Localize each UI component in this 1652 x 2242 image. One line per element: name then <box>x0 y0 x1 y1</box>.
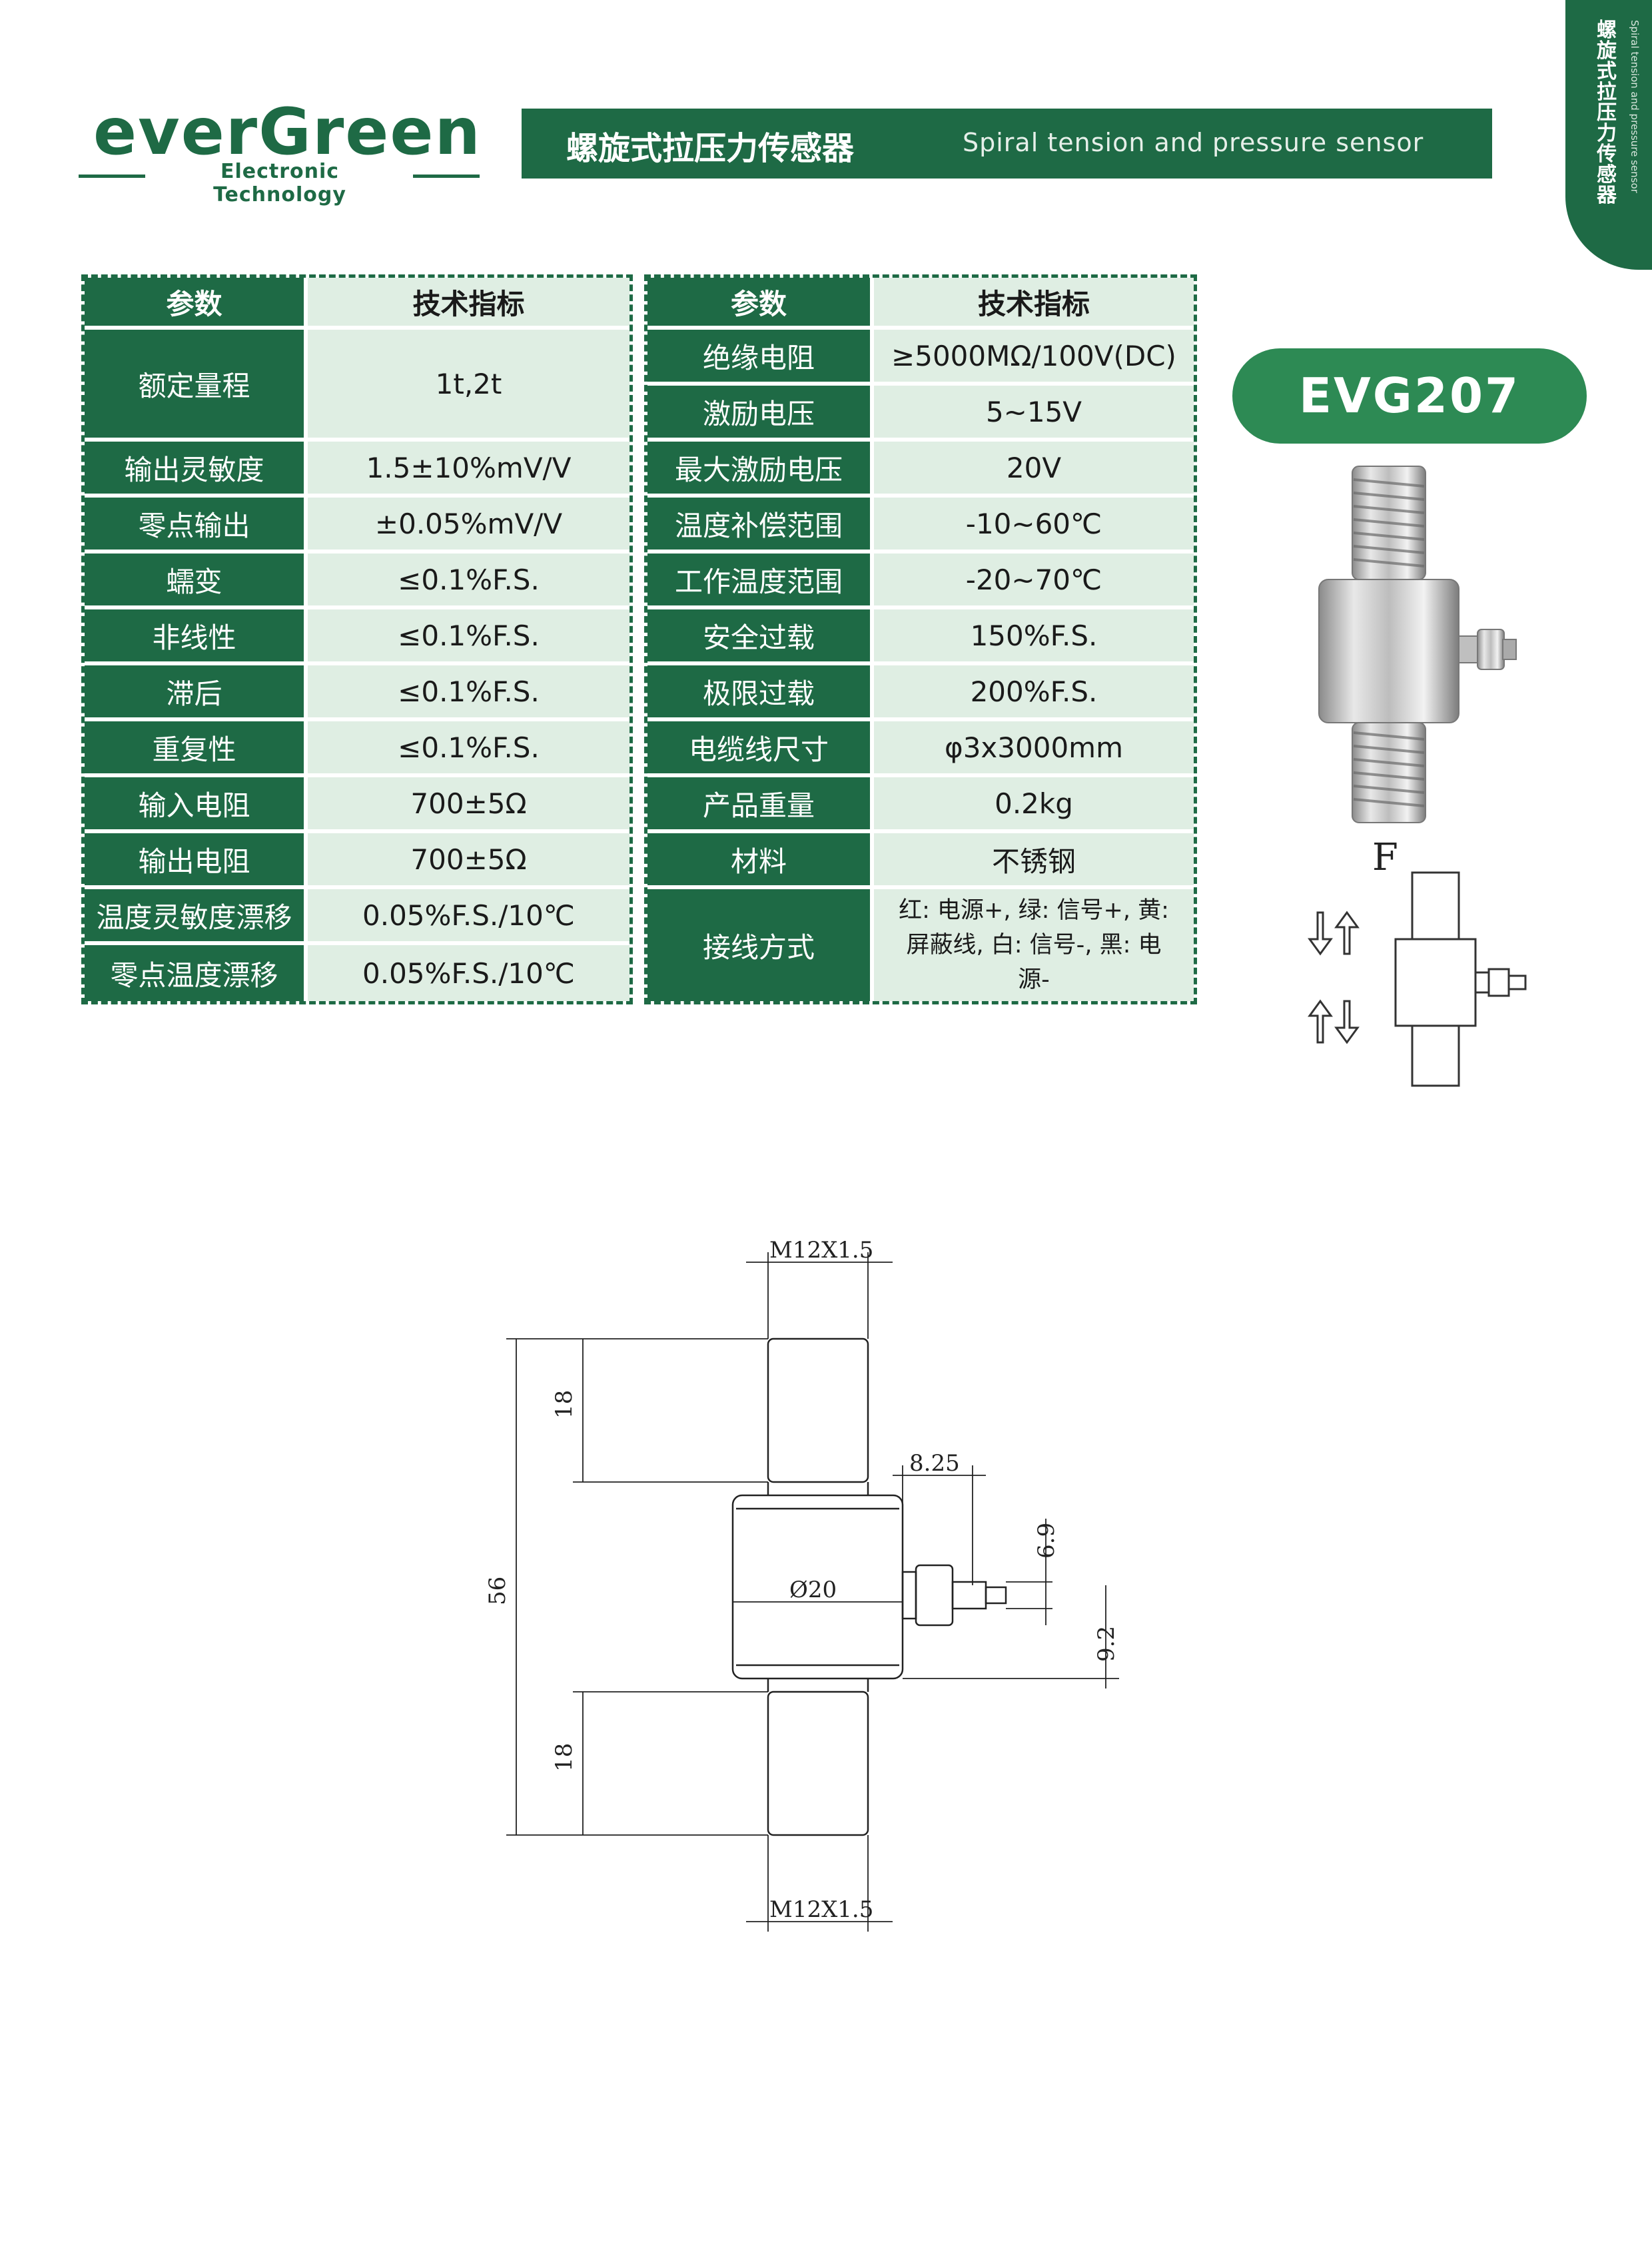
param-value: 0.05%F.S./10℃ <box>308 889 629 945</box>
dim-connector-height: 9.2 <box>1093 1626 1120 1662</box>
param-value: 200%F.S. <box>874 665 1194 721</box>
connector-plug <box>951 1581 987 1610</box>
param-value: ≥5000MΩ/100V(DC) <box>874 330 1194 386</box>
param-label: 产品重量 <box>647 777 874 833</box>
dim-stud-top: 18 <box>551 1390 578 1419</box>
connector-base <box>901 1571 917 1620</box>
param-label: 滞后 <box>85 665 308 721</box>
dim-connector-length: 8.25 <box>909 1450 960 1477</box>
dim-stud-bottom: 18 <box>551 1743 578 1772</box>
param-value: ≤0.1%F.S. <box>308 721 629 777</box>
param-label: 蠕变 <box>85 554 308 609</box>
param-label: 额定量程 <box>85 330 308 442</box>
param-label: 接线方式 <box>647 889 874 1001</box>
param-value: -10~60℃ <box>874 498 1194 554</box>
bottom-stud <box>767 1690 869 1836</box>
param-value: φ3x3000mm <box>874 721 1194 777</box>
side-category-tab <box>1565 0 1652 270</box>
param-value: -20~70℃ <box>874 554 1194 609</box>
param-label: 零点输出 <box>85 498 308 554</box>
param-label: 重复性 <box>85 721 308 777</box>
dim-thread-bottom: M12X1.5 <box>769 1896 873 1923</box>
param-value: 不锈钢 <box>874 833 1194 889</box>
param-value: 150%F.S. <box>874 609 1194 665</box>
table-header-param: 参数 <box>647 278 874 330</box>
table-header-param: 参数 <box>85 278 308 330</box>
force-direction-diagram <box>1308 871 1527 1087</box>
arrow-icon <box>1308 911 1360 1044</box>
param-value: 700±5Ω <box>308 777 629 833</box>
param-label: 最大激励电压 <box>647 442 874 498</box>
product-photo <box>1318 466 1517 823</box>
param-value: 1t,2t <box>308 330 629 442</box>
title-bar <box>522 109 1492 179</box>
param-label: 非线性 <box>85 609 308 665</box>
param-label: 温度灵敏度漂移 <box>85 889 308 945</box>
dim-total-height: 56 <box>484 1577 511 1605</box>
logo-underline-right <box>413 175 480 178</box>
param-label: 极限过载 <box>647 665 874 721</box>
dim-connector-offset: 6.9 <box>1033 1523 1060 1559</box>
param-value: ≤0.1%F.S. <box>308 554 629 609</box>
param-label: 安全过载 <box>647 609 874 665</box>
side-tab-title-en: Spiral tension and pressure sensor <box>1629 20 1641 193</box>
param-value: 20V <box>874 442 1194 498</box>
brand-logo: everGreen <box>93 95 482 169</box>
dimension-drawing: M12X1.5 M12X1.5 56 18 18 Ø20 8.25 6.9 9.… <box>484 1237 1120 1932</box>
param-value: 0.2kg <box>874 777 1194 833</box>
param-value: ≤0.1%F.S. <box>308 665 629 721</box>
param-label: 温度补偿范围 <box>647 498 874 554</box>
top-stud <box>767 1337 869 1483</box>
param-value: ±0.05%mV/V <box>308 498 629 554</box>
connector-nut <box>915 1564 954 1627</box>
model-badge: EVG207 <box>1232 348 1587 444</box>
side-tab-title-cn: 螺旋式拉压力传感器 <box>1597 19 1617 207</box>
param-label: 输出电阻 <box>85 833 308 889</box>
param-label: 输出灵敏度 <box>85 442 308 498</box>
param-value: 700±5Ω <box>308 833 629 889</box>
param-label: 绝缘电阻 <box>647 330 874 386</box>
param-label: 工作温度范围 <box>647 554 874 609</box>
dim-thread-top: M12X1.5 <box>769 1237 873 1264</box>
param-value: 0.05%F.S./10℃ <box>308 945 629 1001</box>
param-label: 电缆线尺寸 <box>647 721 874 777</box>
param-label: 零点温度漂移 <box>85 945 308 1001</box>
table-header-spec: 技术指标 <box>308 278 629 330</box>
param-value: ≤0.1%F.S. <box>308 609 629 665</box>
param-label: 材料 <box>647 833 874 889</box>
param-value: 5~15V <box>874 386 1194 442</box>
param-label: 输入电阻 <box>85 777 308 833</box>
product-title-cn: 螺旋式拉压力传感器 <box>566 130 855 167</box>
param-value: 1.5±10%mV/V <box>308 442 629 498</box>
table-header-spec: 技术指标 <box>874 278 1194 330</box>
wiring-value: 红: 电源+, 绿: 信号+, 黄: 屏蔽线, 白: 信号-, 黑: 电源- <box>874 889 1194 1001</box>
logo-underline-left <box>79 175 145 178</box>
product-title-en: Spiral tension and pressure sensor <box>963 128 1424 157</box>
brand-subtitle: Electronic Technology <box>213 160 346 206</box>
param-label: 激励电压 <box>647 386 874 442</box>
dim-body-diameter: Ø20 <box>789 1577 837 1603</box>
force-label: F <box>1372 836 1398 879</box>
